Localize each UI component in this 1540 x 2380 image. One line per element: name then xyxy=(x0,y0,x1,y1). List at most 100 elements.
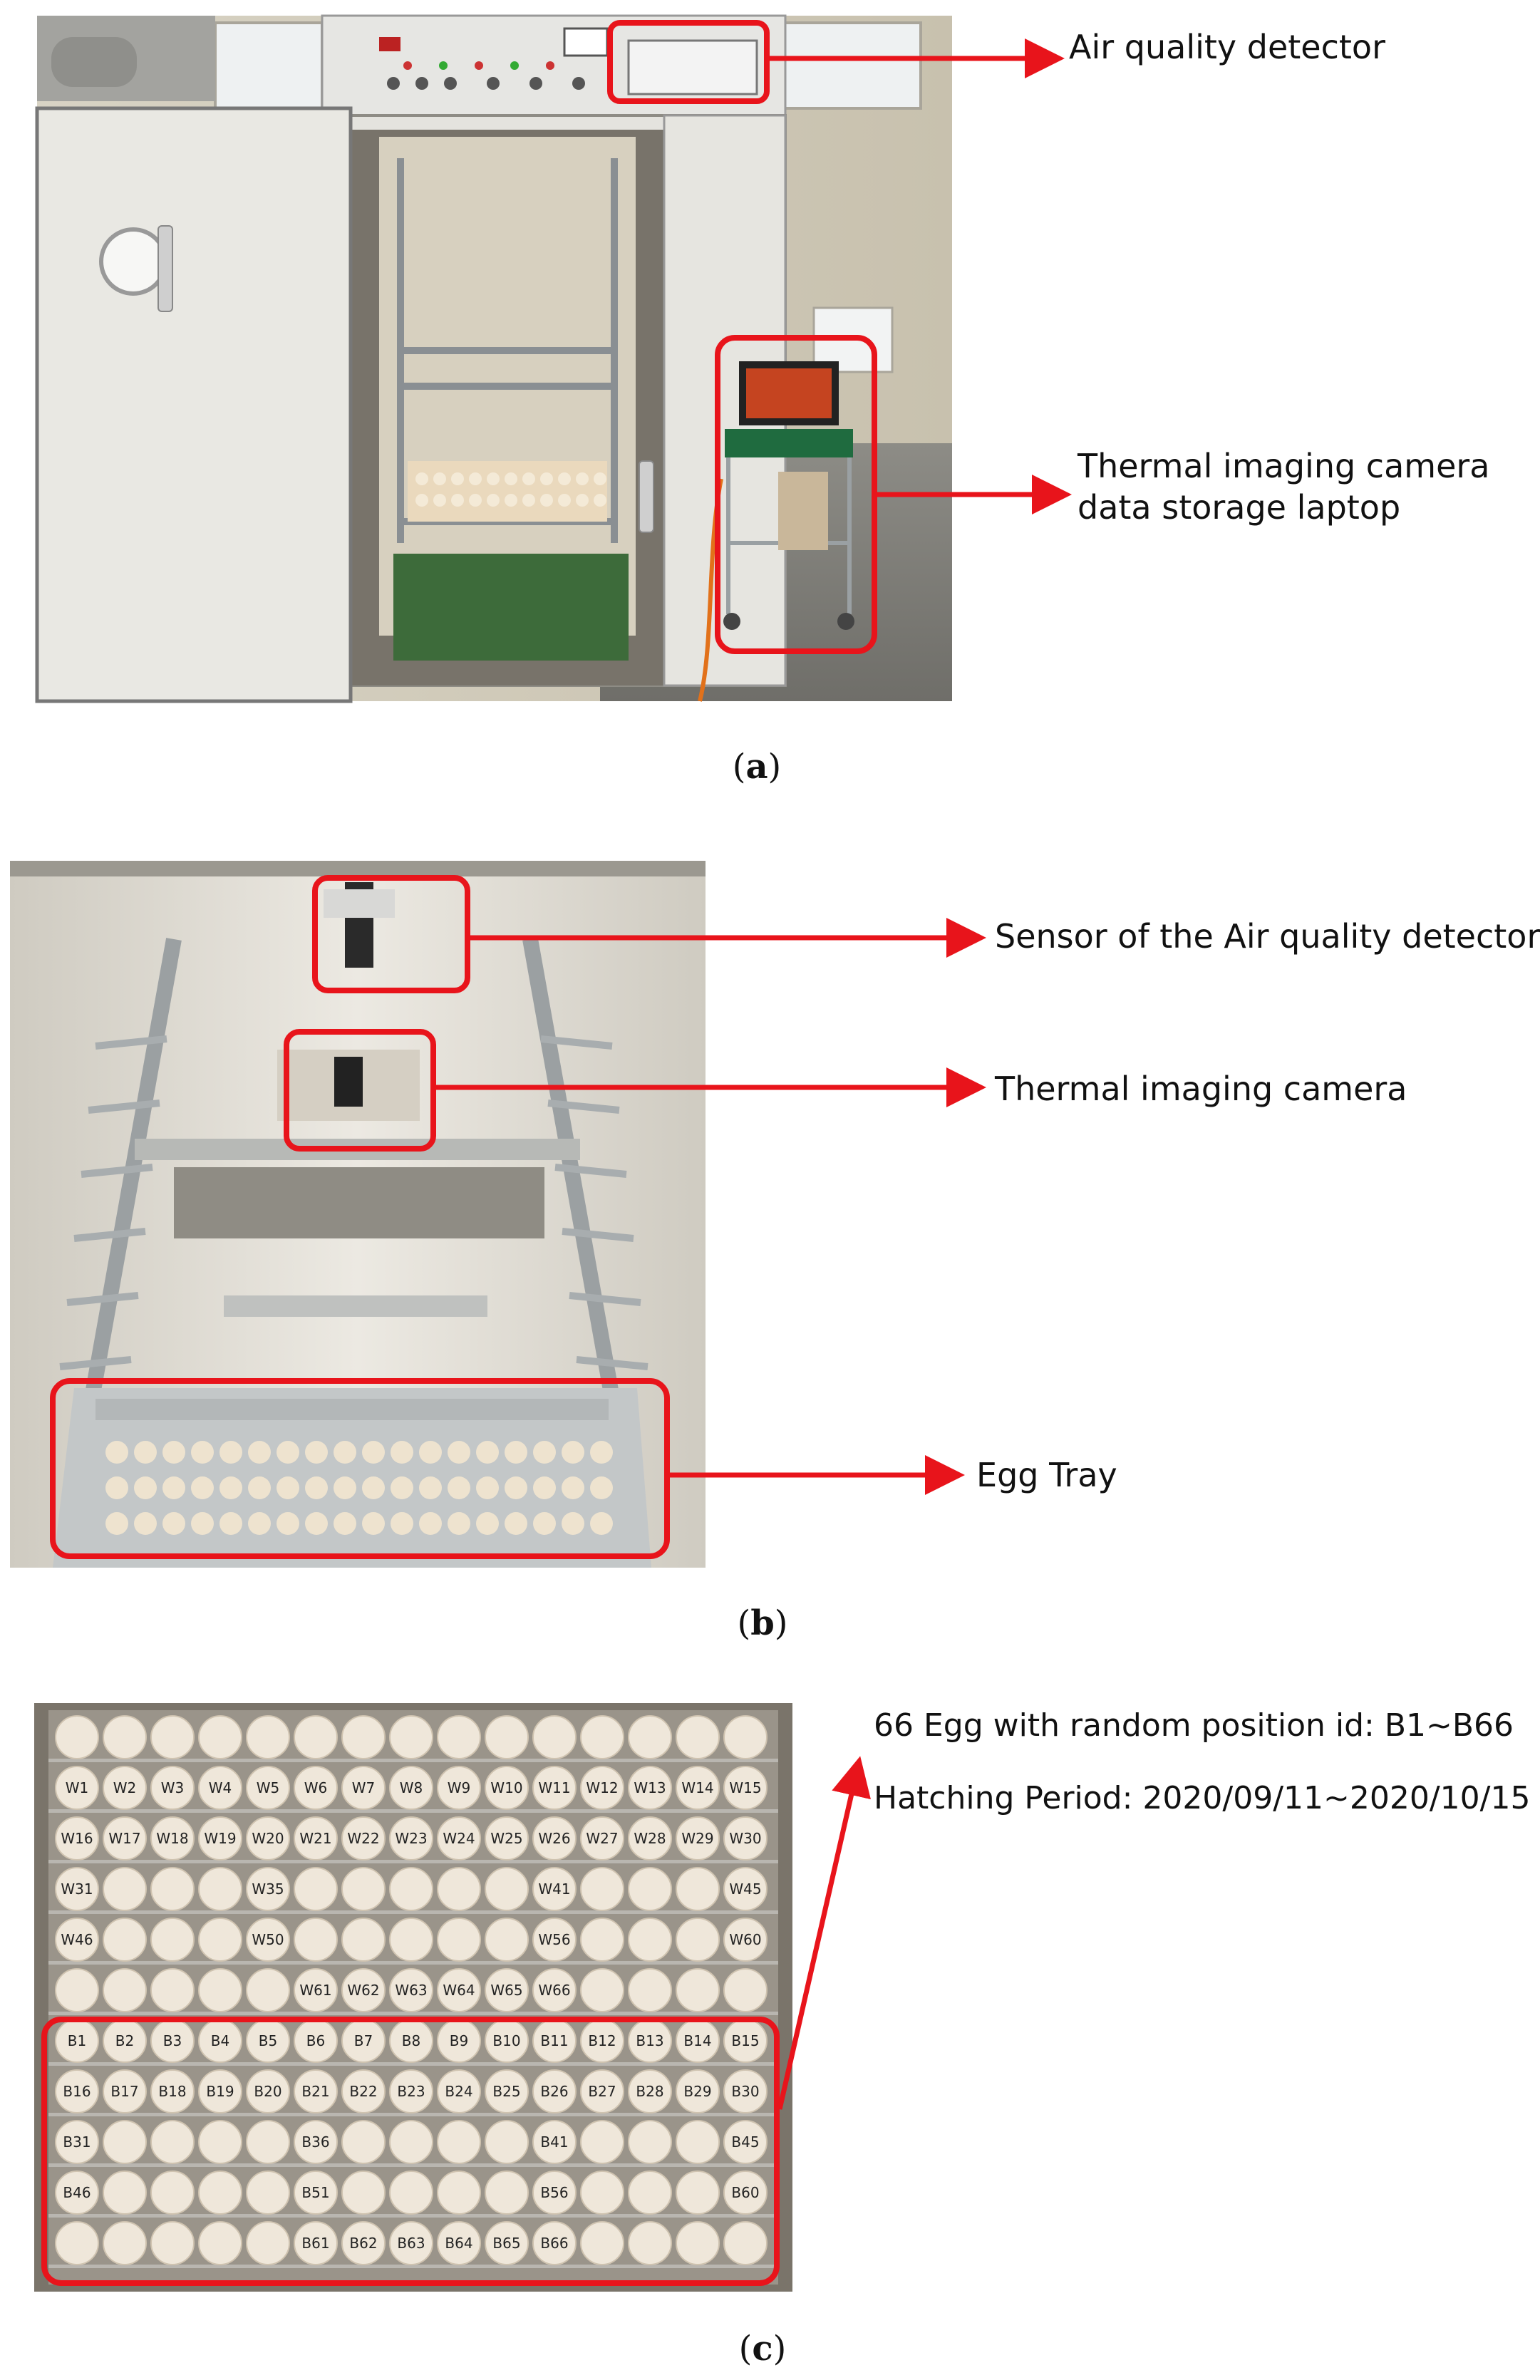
egg xyxy=(389,2221,433,2265)
egg xyxy=(628,1968,672,2012)
egg xyxy=(437,1715,481,1759)
egg xyxy=(628,1766,672,1810)
callout-laptop-line2: data storage laptop xyxy=(1078,488,1401,527)
egg xyxy=(341,1816,386,1861)
egg xyxy=(723,1918,768,1962)
egg-id-label: W15 xyxy=(729,1779,761,1796)
egg xyxy=(198,1715,242,1759)
egg xyxy=(246,2069,290,2113)
egg-id-label: B3 xyxy=(163,2032,182,2049)
egg xyxy=(55,1715,99,1759)
egg-id-label: W5 xyxy=(257,1779,280,1796)
egg xyxy=(676,2171,720,2215)
egg xyxy=(55,1816,99,1861)
egg-id-label: W62 xyxy=(347,1982,379,1999)
egg xyxy=(246,1715,290,1759)
egg xyxy=(246,2171,290,2215)
egg xyxy=(485,2069,529,2113)
egg xyxy=(55,1766,99,1810)
egg-id-label: W11 xyxy=(538,1779,570,1796)
egg-id-label: B12 xyxy=(588,2032,616,2049)
egg xyxy=(246,1968,290,2012)
highlight-egg-tray xyxy=(50,1378,670,1559)
tray-rail xyxy=(48,1910,778,1914)
egg-id-label: B25 xyxy=(492,2083,520,2100)
egg xyxy=(103,2120,147,2164)
highlight-thermal-camera xyxy=(284,1029,436,1152)
egg xyxy=(628,1715,672,1759)
egg xyxy=(103,2171,147,2215)
egg xyxy=(580,2171,624,2215)
egg xyxy=(150,2221,195,2265)
egg-id-label: B60 xyxy=(731,2184,759,2201)
caption-c: (c) xyxy=(738,2329,787,2369)
egg-id-label: W9 xyxy=(448,1779,471,1796)
egg xyxy=(341,1766,386,1810)
egg-id-label: B61 xyxy=(301,2235,329,2252)
egg xyxy=(485,1715,529,1759)
egg xyxy=(628,1918,672,1962)
egg xyxy=(103,2221,147,2265)
callout-egg-tray: Egg Tray xyxy=(976,1456,1117,1494)
egg xyxy=(389,1816,433,1861)
egg xyxy=(389,1867,433,1911)
egg xyxy=(723,2221,768,2265)
egg xyxy=(294,1715,338,1759)
egg-id-label: W6 xyxy=(304,1779,328,1796)
egg xyxy=(389,1715,433,1759)
egg-id-label: W46 xyxy=(61,1931,93,1948)
egg-id-label: W4 xyxy=(209,1779,232,1796)
egg xyxy=(55,2221,99,2265)
egg-id-label: B20 xyxy=(254,2083,281,2100)
egg-id-label: B1 xyxy=(68,2032,86,2049)
egg-id-label: W66 xyxy=(538,1982,570,1999)
egg-id-label: B9 xyxy=(450,2032,468,2049)
egg xyxy=(389,1766,433,1810)
egg-id-label: W3 xyxy=(161,1779,185,1796)
egg xyxy=(437,1816,481,1861)
egg xyxy=(580,2221,624,2265)
egg-id-label: B4 xyxy=(211,2032,229,2049)
photo-incubator-exterior xyxy=(35,14,952,703)
caption-b: (b) xyxy=(737,1603,788,1643)
tray-rail xyxy=(48,1809,778,1813)
egg xyxy=(103,1918,147,1962)
egg xyxy=(341,1867,386,1911)
egg xyxy=(532,1968,577,2012)
egg xyxy=(55,1968,99,2012)
egg-id-label: B22 xyxy=(349,2083,377,2100)
info-hatching-period: Hatching Period: 2020/09/11~2020/10/15 xyxy=(874,1780,1531,1816)
egg-id-label: W35 xyxy=(252,1880,284,1898)
egg xyxy=(723,1766,768,1810)
egg xyxy=(723,2171,768,2215)
egg xyxy=(150,1766,195,1810)
egg-id-label: W2 xyxy=(113,1779,137,1796)
egg-id-label: B10 xyxy=(492,2032,520,2049)
egg xyxy=(294,1918,338,1962)
egg-id-label: B27 xyxy=(588,2083,616,2100)
egg xyxy=(198,2069,242,2113)
egg xyxy=(580,1816,624,1861)
egg xyxy=(723,1867,768,1911)
egg xyxy=(150,2120,195,2164)
egg xyxy=(294,1816,338,1861)
egg xyxy=(532,2120,577,2164)
highlight-laptop-cart xyxy=(715,335,877,654)
egg-id-label: W50 xyxy=(252,1931,284,1948)
egg xyxy=(103,1968,147,2012)
egg xyxy=(628,2171,672,2215)
egg xyxy=(246,2221,290,2265)
egg xyxy=(55,2069,99,2113)
egg-id-label: B56 xyxy=(540,2184,568,2201)
info-egg-ids: 66 Egg with random position id: B1~B66 xyxy=(874,1707,1514,1744)
egg-id-label: B36 xyxy=(301,2133,329,2151)
egg xyxy=(150,1867,195,1911)
egg-id-label: B23 xyxy=(397,2083,425,2100)
egg-id-label: W29 xyxy=(681,1830,713,1847)
egg xyxy=(294,2069,338,2113)
egg xyxy=(676,1968,720,2012)
egg xyxy=(389,2069,433,2113)
egg xyxy=(198,2120,242,2164)
egg-id-label: W20 xyxy=(252,1830,284,1847)
